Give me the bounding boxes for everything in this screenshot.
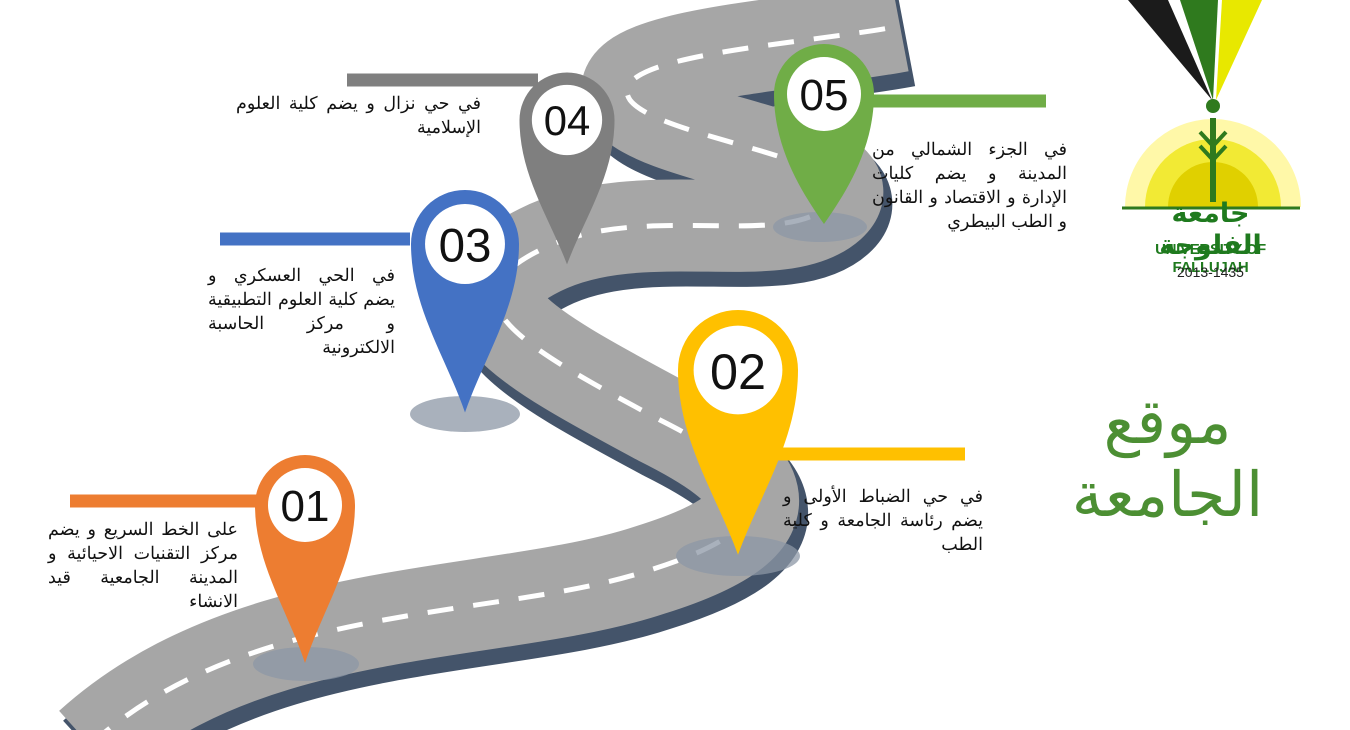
marker-shadow-05: [773, 212, 867, 242]
logo-arabic-name: جامعة الفلوجة: [1159, 198, 1262, 261]
map-pin-04: 04: [519, 72, 615, 265]
marker-description-05: في الجزء الشمالي من المدينة و يضم كليات …: [872, 140, 1067, 232]
marker-description-04: في حي نزال و يضم كلية العلوم الإسلامية: [236, 94, 481, 138]
marker-description-02: في حي الضباط الأولى و يضم رئاسة الجامعة …: [783, 487, 983, 555]
pin-hole-02: [693, 325, 783, 415]
marker-shadow-02: [676, 536, 800, 576]
marker-number-02: 02: [710, 343, 766, 400]
marker-description-03: في الحي العسكري و يضم كلية العلوم التطبي…: [208, 266, 395, 358]
map-pin-03: 03: [411, 190, 519, 413]
logo-green-ray: [1180, 0, 1218, 100]
logo-english-name: UNIVERSITY OF FALLUJAH: [1155, 241, 1266, 276]
marker-number-04: 04: [544, 97, 591, 144]
map-pin-01: 01: [255, 455, 355, 663]
logo-jewel: [1206, 99, 1220, 113]
logo-chevron: [1198, 130, 1228, 149]
logo-years: 2013-1435: [1177, 264, 1244, 280]
marker-number-05: 05: [800, 71, 849, 120]
logo-black-ray: [1128, 0, 1212, 100]
marker-number-03: 03: [439, 219, 492, 272]
pin-hole-04: [531, 84, 603, 156]
marker-shadow-03: [410, 396, 520, 432]
pin-hole-03: [425, 204, 505, 284]
marker-description-01: على الخط السريع و يضم مركز التقنيات الاح…: [48, 520, 238, 612]
page-title: موقع الجامعة: [1071, 385, 1264, 531]
map-pin-02: 02: [678, 310, 798, 555]
pin-hole-05: [787, 57, 861, 131]
marker-number-01: 01: [281, 482, 330, 531]
logo-chevron-2: [1198, 144, 1228, 163]
logo-yellow-ray: [1216, 0, 1262, 100]
pin-hole-01: [268, 468, 342, 542]
map-pin-05: 05: [774, 44, 874, 224]
university-logo: [1122, 0, 1301, 210]
marker-shadow-01: [253, 647, 359, 681]
